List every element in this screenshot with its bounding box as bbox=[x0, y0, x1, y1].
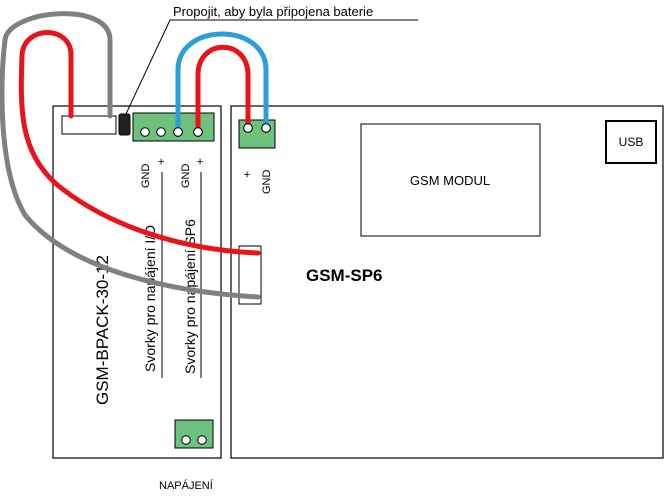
sp6-terminal-block bbox=[238, 119, 276, 149]
power-terminal bbox=[174, 419, 214, 449]
power-label: NAPÁJENÍ bbox=[159, 479, 214, 492]
bpack-io-plus-label: + bbox=[154, 158, 168, 165]
terminal-pin bbox=[193, 127, 203, 137]
terminal-pin bbox=[197, 435, 207, 445]
bpack-sp6-gnd-label: GND bbox=[180, 164, 192, 189]
bpack-terminal-block bbox=[132, 112, 215, 142]
gsm-module-label: GSM MODUL bbox=[410, 173, 490, 188]
gsm-module bbox=[360, 123, 541, 237]
terminal-pin bbox=[173, 127, 183, 137]
battery-connector bbox=[61, 115, 117, 135]
terminal-pin bbox=[243, 123, 253, 133]
bpack-io-gnd-label: GND bbox=[140, 164, 152, 189]
bpack-board bbox=[52, 105, 222, 459]
bpack-sp6-plus-label: + bbox=[193, 158, 207, 165]
terminal-pin bbox=[261, 123, 271, 133]
bpack-io-label: Svorky pro napájení I/O bbox=[142, 225, 158, 372]
blue-wire bbox=[175, 31, 269, 135]
terminal-pin bbox=[181, 435, 191, 445]
red-short-wire bbox=[195, 44, 251, 135]
usb-label: USB bbox=[619, 135, 644, 149]
callout-text: Propojit, aby byla připojena baterie bbox=[173, 4, 373, 19]
terminal-pin bbox=[156, 127, 166, 137]
bpack-name: GSM-BPACK-30-12 bbox=[93, 255, 112, 405]
bpack-sp6-label: Svorky pro napájení SP6 bbox=[182, 219, 198, 374]
battery-jumper bbox=[118, 113, 131, 136]
usb-port bbox=[605, 120, 657, 164]
sp6-plus-label: + bbox=[240, 171, 254, 178]
sp6-side-connector bbox=[238, 245, 262, 305]
callout-leader bbox=[125, 19, 171, 115]
sp6-name: GSM-SP6 bbox=[306, 266, 383, 285]
red-wire bbox=[18, 30, 261, 256]
grey-wire bbox=[0, 11, 261, 300]
sp6-gnd-label: GND bbox=[261, 170, 273, 195]
terminal-pin bbox=[140, 127, 150, 137]
